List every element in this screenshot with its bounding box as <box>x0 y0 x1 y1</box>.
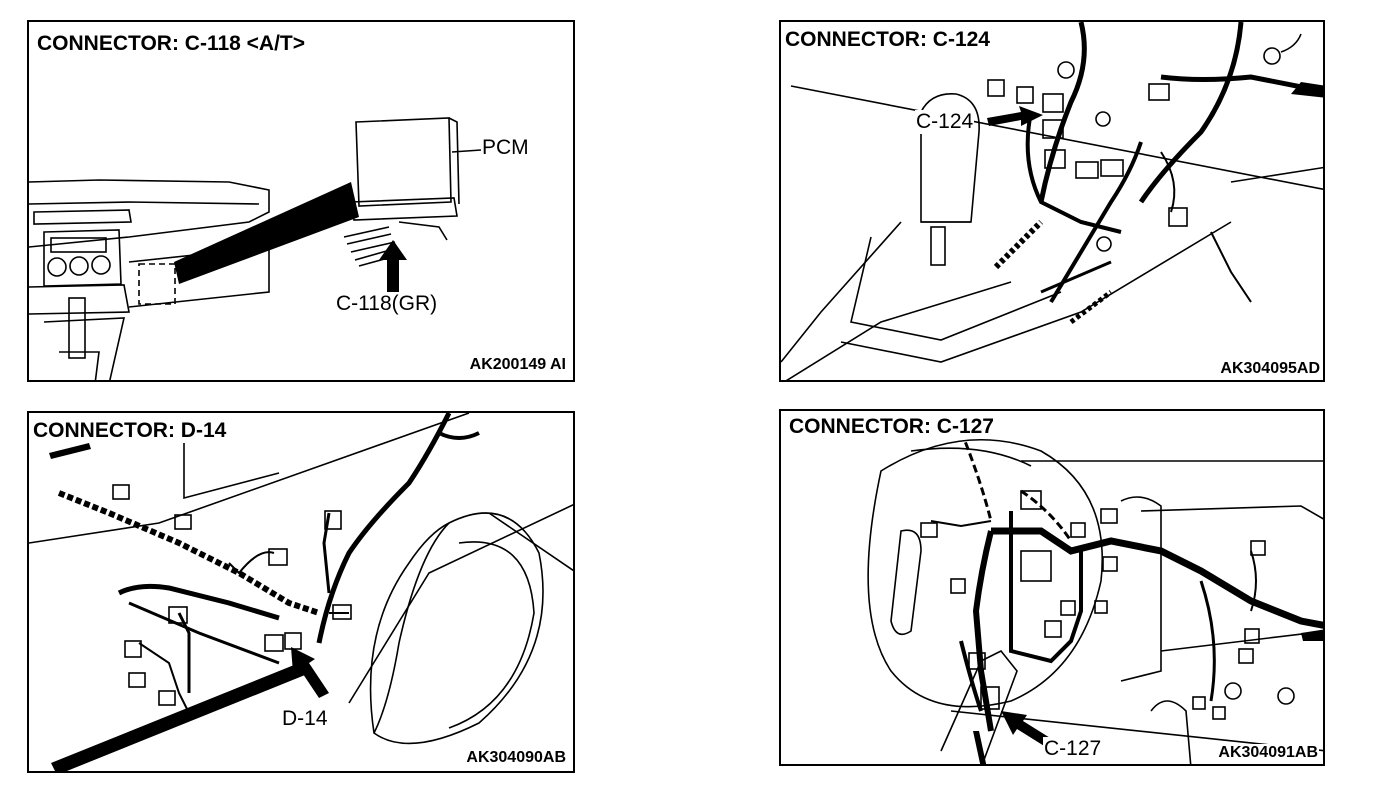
c127-illustration <box>867 430 1323 764</box>
connector-label: C-118(GR) <box>335 292 439 316</box>
connector-label: D-14 <box>281 707 329 731</box>
figure-code: AK304090AB <box>465 749 567 767</box>
panel-title: CONNECTOR: C-124 <box>783 28 992 52</box>
panel-title: CONNECTOR: D-14 <box>31 419 229 443</box>
d14-illustration <box>29 413 573 771</box>
figure-code: AK304095AD <box>1219 360 1321 378</box>
pcm-label: PCM <box>481 136 530 160</box>
panel-connector-d14: CONNECTOR: D-14 D-14 AK304090AB <box>27 411 575 773</box>
panel-connector-c127: CONNECTOR: C-127 C-127 AK304091AB <box>779 409 1325 766</box>
c124-illustration <box>781 22 1323 380</box>
panel-title: CONNECTOR: C-118 <A/T> <box>35 32 308 56</box>
c118-illustration <box>29 117 482 380</box>
figure-code: AK304091AB <box>1217 744 1319 762</box>
panel-title: CONNECTOR: C-127 <box>787 415 996 439</box>
figure-code: AK200149 AI <box>468 356 567 374</box>
panel-connector-c124: CONNECTOR: C-124 C-124 AK304095AD <box>779 20 1325 382</box>
connector-label: C-127 <box>1043 737 1103 761</box>
panel-connector-c118: CONNECTOR: C-118 <A/T> PCM C-118(GR) AK2… <box>27 20 575 382</box>
connector-label: C-124 <box>915 110 975 134</box>
